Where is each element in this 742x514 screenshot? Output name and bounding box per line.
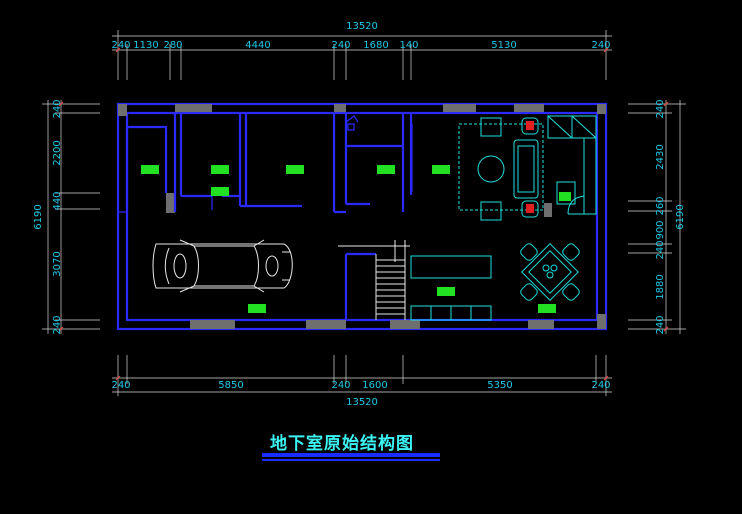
top-dim-9: 240 xyxy=(591,40,610,51)
top-dim-6: 1680 xyxy=(363,40,388,51)
right-dim-4: 900 xyxy=(655,220,666,239)
bottom-dim-6: 240 xyxy=(591,380,610,391)
top-dimension-chain: 13520 240 1130 280 4440 240 1680 140 513… xyxy=(111,21,612,80)
sofa-set xyxy=(458,117,576,221)
bottom-dim-5: 5350 xyxy=(487,380,512,391)
top-dim-5: 240 xyxy=(331,40,350,51)
bottom-dim-2: 5850 xyxy=(218,380,243,391)
right-dim-2: 2430 xyxy=(655,144,666,169)
staircase xyxy=(338,240,410,320)
bottom-dimension-chain: 240 5850 240 1600 5350 240 13520 xyxy=(111,355,612,408)
right-dim-7: 240 xyxy=(655,315,666,334)
dining-table xyxy=(520,243,580,301)
top-total-dimension: 13520 xyxy=(346,21,378,32)
top-dim-3: 280 xyxy=(163,40,182,51)
right-dim-6: 1880 xyxy=(655,274,666,299)
bottom-dim-1: 240 xyxy=(111,380,130,391)
left-dim-1: 240 xyxy=(52,99,63,118)
top-dim-4: 4440 xyxy=(245,40,270,51)
title-underline-thick xyxy=(262,453,440,457)
kitchen-counter xyxy=(410,255,492,321)
left-dim-5: 240 xyxy=(52,315,63,334)
right-dimension-chain: 240 2430 260 900 240 1880 240 6190 xyxy=(628,99,686,335)
outer-walls xyxy=(116,102,608,331)
right-total-dimension: 6190 xyxy=(675,204,686,229)
left-dim-3: 440 xyxy=(52,191,63,210)
left-dim-4: 3070 xyxy=(52,251,63,276)
top-dim-1: 240 xyxy=(111,40,130,51)
cabinet xyxy=(547,115,597,215)
bottom-total-dimension: 13520 xyxy=(346,397,378,408)
bottom-dim-4: 1600 xyxy=(362,380,387,391)
room-label-tags xyxy=(141,165,571,313)
bottom-dim-3: 240 xyxy=(331,380,350,391)
right-dim-5: 240 xyxy=(655,240,666,259)
drawing-title: 地下室原始结构图 xyxy=(270,434,414,454)
title-underline-thin xyxy=(262,459,440,461)
top-dim-7: 140 xyxy=(399,40,418,51)
left-dim-2: 2200 xyxy=(52,140,63,165)
top-dim-2: 1130 xyxy=(133,40,158,51)
interior-walls xyxy=(118,113,413,320)
left-total-dimension: 6190 xyxy=(33,204,44,229)
right-dim-3: 260 xyxy=(655,196,666,215)
top-dim-8: 5130 xyxy=(491,40,516,51)
left-dimension-chain: 6190 240 2200 440 3070 240 xyxy=(33,99,100,335)
right-dim-1: 240 xyxy=(655,99,666,118)
car-block xyxy=(152,239,293,293)
